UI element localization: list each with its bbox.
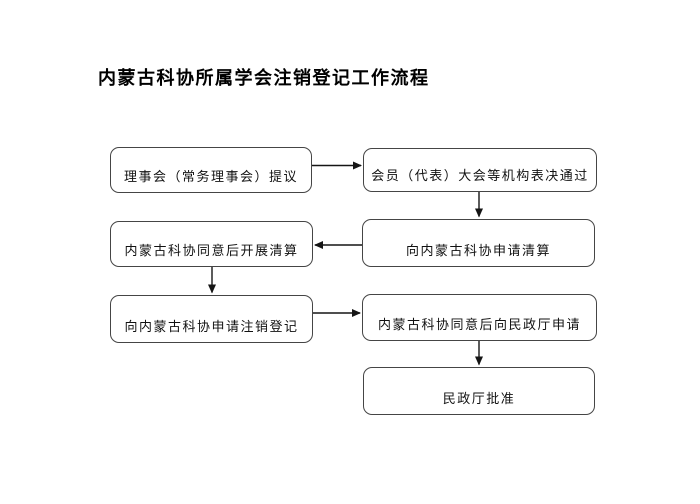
flow-node-label: 会员（代表）大会等机构表决通过 <box>371 168 589 183</box>
flow-node-label: 向内蒙古科协申请清算 <box>405 243 551 258</box>
flow-node-label: 内蒙古科协同意后向民政厅申请 <box>377 317 581 332</box>
flow-node-label: 内蒙古科协同意后开展清算 <box>124 243 299 258</box>
flow-node-label: 理事会（常务理事会）提议 <box>123 169 298 184</box>
flow-node-label: 向内蒙古科协申请注销登记 <box>124 319 299 334</box>
flow-node-civil-affairs-approval: 民政厅批准 <box>363 367 595 415</box>
flow-node-apply-deregistration: 向内蒙古科协申请注销登记 <box>110 295 313 343</box>
flow-node-label: 民政厅批准 <box>442 391 516 406</box>
flow-node-board-proposal: 理事会（常务理事会）提议 <box>110 147 312 193</box>
page-title: 内蒙古科协所属学会注销登记工作流程 <box>98 68 430 88</box>
flow-node-congress-vote: 会员（代表）大会等机构表决通过 <box>363 148 597 192</box>
flow-node-carry-out-liquidation: 内蒙古科协同意后开展清算 <box>110 221 313 267</box>
flow-node-apply-civil-affairs: 内蒙古科协同意后向民政厅申请 <box>362 294 597 341</box>
flow-node-apply-liquidation: 向内蒙古科协申请清算 <box>362 219 595 267</box>
